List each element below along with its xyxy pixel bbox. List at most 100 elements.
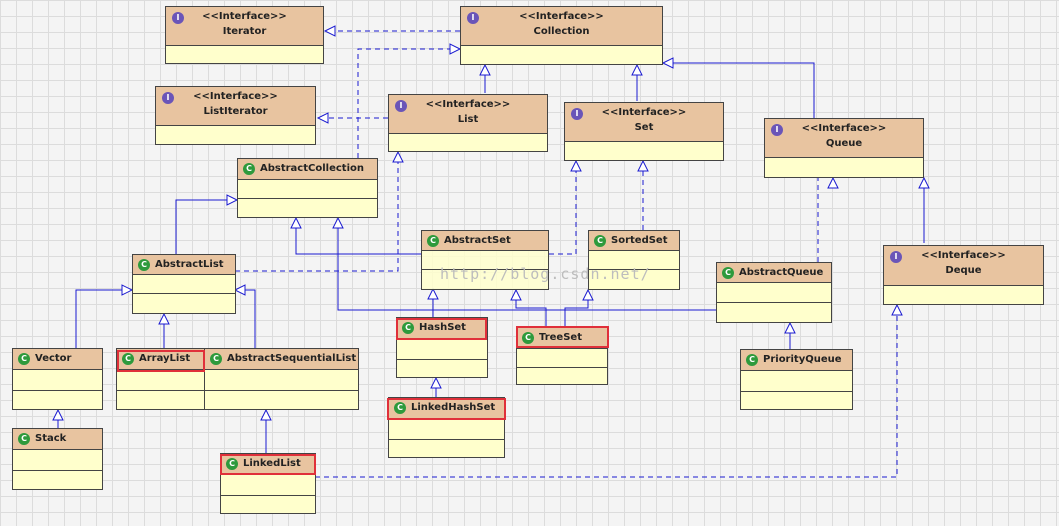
interface-icon: I	[172, 12, 184, 24]
class-header: C AbstractSequentialList	[205, 349, 358, 370]
interface-header: I <<Interface>> Collection	[461, 7, 662, 46]
highlight-treeset	[516, 326, 609, 348]
interface-name: Collection	[533, 26, 590, 37]
arrowhead-abstractcollection-left	[226, 194, 239, 206]
class-icon: C	[522, 332, 534, 344]
class-header: C AbstractSet	[422, 231, 548, 251]
edge-treeset-abstractcollection	[337, 218, 716, 311]
interface-header: I <<Interface>> List	[389, 95, 547, 134]
watermark: http://blog.csdn.net/	[440, 265, 651, 283]
interface-header: I <<Interface>> Queue	[765, 119, 923, 158]
arrowhead-abstractlist-right	[233, 284, 246, 296]
arrowhead-collection-set	[631, 63, 643, 76]
class-attributes	[389, 419, 504, 440]
class-name: ArrayList	[139, 353, 191, 364]
stereotype-label: <<Interface>>	[519, 11, 604, 22]
arrowhead-set-right	[637, 159, 649, 172]
class-abstractqueue[interactable]: C AbstractQueue	[716, 262, 832, 323]
class-icon: C	[594, 235, 606, 247]
arrowhead-set-left	[570, 159, 582, 172]
edge-vector-abstractlist	[75, 289, 132, 348]
class-abstractcollection[interactable]: C AbstractCollection	[237, 158, 378, 218]
edge-abstractset-abstractcollection	[295, 218, 421, 255]
class-attributes	[13, 370, 102, 391]
class-icon: C	[394, 402, 406, 414]
class-attributes	[238, 180, 377, 199]
class-abstractset[interactable]: C AbstractSet	[421, 230, 549, 290]
class-icon: C	[402, 322, 414, 334]
interface-header: I <<Interface>> ListIterator	[156, 87, 315, 126]
interface-header: I <<Interface>> Iterator	[166, 7, 323, 46]
interface-queue[interactable]: I <<Interface>> Queue	[764, 118, 924, 178]
arrowhead-deque	[891, 303, 903, 316]
edge-abstractlist-list	[235, 152, 399, 272]
class-header: C AbstractQueue	[717, 263, 831, 283]
edge-abstractlist-abstractcollection	[175, 199, 237, 254]
interface-name: ListIterator	[203, 106, 268, 117]
class-attributes	[422, 251, 548, 270]
class-attributes	[13, 450, 102, 471]
class-attributes	[117, 370, 205, 391]
arrowhead-list	[392, 150, 404, 163]
class-name: AbstractCollection	[260, 163, 364, 174]
arrowhead-queue-left	[827, 176, 839, 189]
class-name: AbstractSequentialList	[227, 353, 357, 364]
arrowhead-abstractlist-bottom	[158, 312, 170, 325]
class-name: Vector	[35, 353, 72, 364]
interface-set[interactable]: I <<Interface>> Set	[564, 102, 724, 161]
class-header: C ArrayList	[117, 349, 205, 370]
class-name: HashSet	[419, 322, 466, 333]
arrowhead-abstractcollection-a	[290, 216, 302, 229]
class-hashset[interactable]: C HashSet	[396, 317, 488, 378]
interface-listiterator[interactable]: I <<Interface>> ListIterator	[155, 86, 316, 145]
arrowhead-collection-left	[449, 43, 462, 55]
highlight-linkedhashset	[387, 398, 506, 420]
class-abstractlist[interactable]: C AbstractList	[132, 254, 236, 314]
stereotype-label: <<Interface>>	[425, 99, 511, 110]
class-name: SortedSet	[611, 235, 668, 246]
class-arraylist[interactable]: C ArrayList	[116, 348, 206, 410]
class-icon: C	[746, 354, 758, 366]
class-treeset[interactable]: C TreeSet	[516, 327, 608, 385]
interface-name: Iterator	[222, 26, 267, 37]
edge-linkedlist-deque	[315, 305, 898, 478]
interface-collection[interactable]: I <<Interface>> Collection	[460, 6, 663, 65]
arrowhead-abstractset-a	[427, 287, 439, 300]
class-name: PriorityQueue	[763, 354, 842, 365]
class-header: C Vector	[13, 349, 102, 370]
stereotype-label: <<Interface>>	[601, 107, 687, 118]
class-attributes	[221, 475, 315, 496]
arrowhead-collection-list	[479, 63, 491, 76]
class-icon: C	[722, 267, 734, 279]
arrowhead-sortedset	[582, 288, 594, 301]
interface-header: I <<Interface>> Deque	[884, 246, 1043, 286]
stereotype-label: <<Interface>>	[202, 11, 287, 22]
interface-deque[interactable]: I <<Interface>> Deque	[883, 245, 1044, 305]
class-icon: C	[122, 353, 134, 365]
class-attributes	[133, 275, 235, 294]
interface-header: I <<Interface>> Set	[565, 103, 723, 142]
class-name: AbstractQueue	[739, 267, 824, 278]
class-abstractsequentiallist[interactable]: C AbstractSequentialList	[204, 348, 359, 410]
edge-abstractsequentiallist-abstractlist	[235, 289, 256, 348]
arrowhead-hashset	[430, 376, 442, 389]
class-vector[interactable]: C Vector	[12, 348, 103, 410]
class-priorityqueue[interactable]: C PriorityQueue	[740, 349, 853, 410]
class-attributes	[397, 339, 487, 360]
class-attributes	[589, 251, 679, 270]
class-stack[interactable]: C Stack	[12, 428, 103, 490]
interface-icon: I	[395, 100, 407, 112]
interface-list[interactable]: I <<Interface>> List	[388, 94, 548, 152]
arrowhead-abstractqueue	[784, 321, 796, 334]
interface-name: Queue	[825, 138, 863, 149]
class-sortedset[interactable]: C SortedSet	[588, 230, 680, 290]
edge-abstractset-set	[549, 161, 577, 255]
interface-iterator[interactable]: I <<Interface>> Iterator	[165, 6, 324, 64]
stereotype-label: <<Interface>>	[193, 91, 278, 102]
class-icon: C	[243, 163, 255, 175]
edge-treeset-sortedset	[564, 290, 589, 327]
class-icon: C	[210, 353, 222, 365]
interface-name: Set	[634, 122, 654, 133]
class-linkedhashset[interactable]: C LinkedHashSet	[388, 397, 505, 458]
